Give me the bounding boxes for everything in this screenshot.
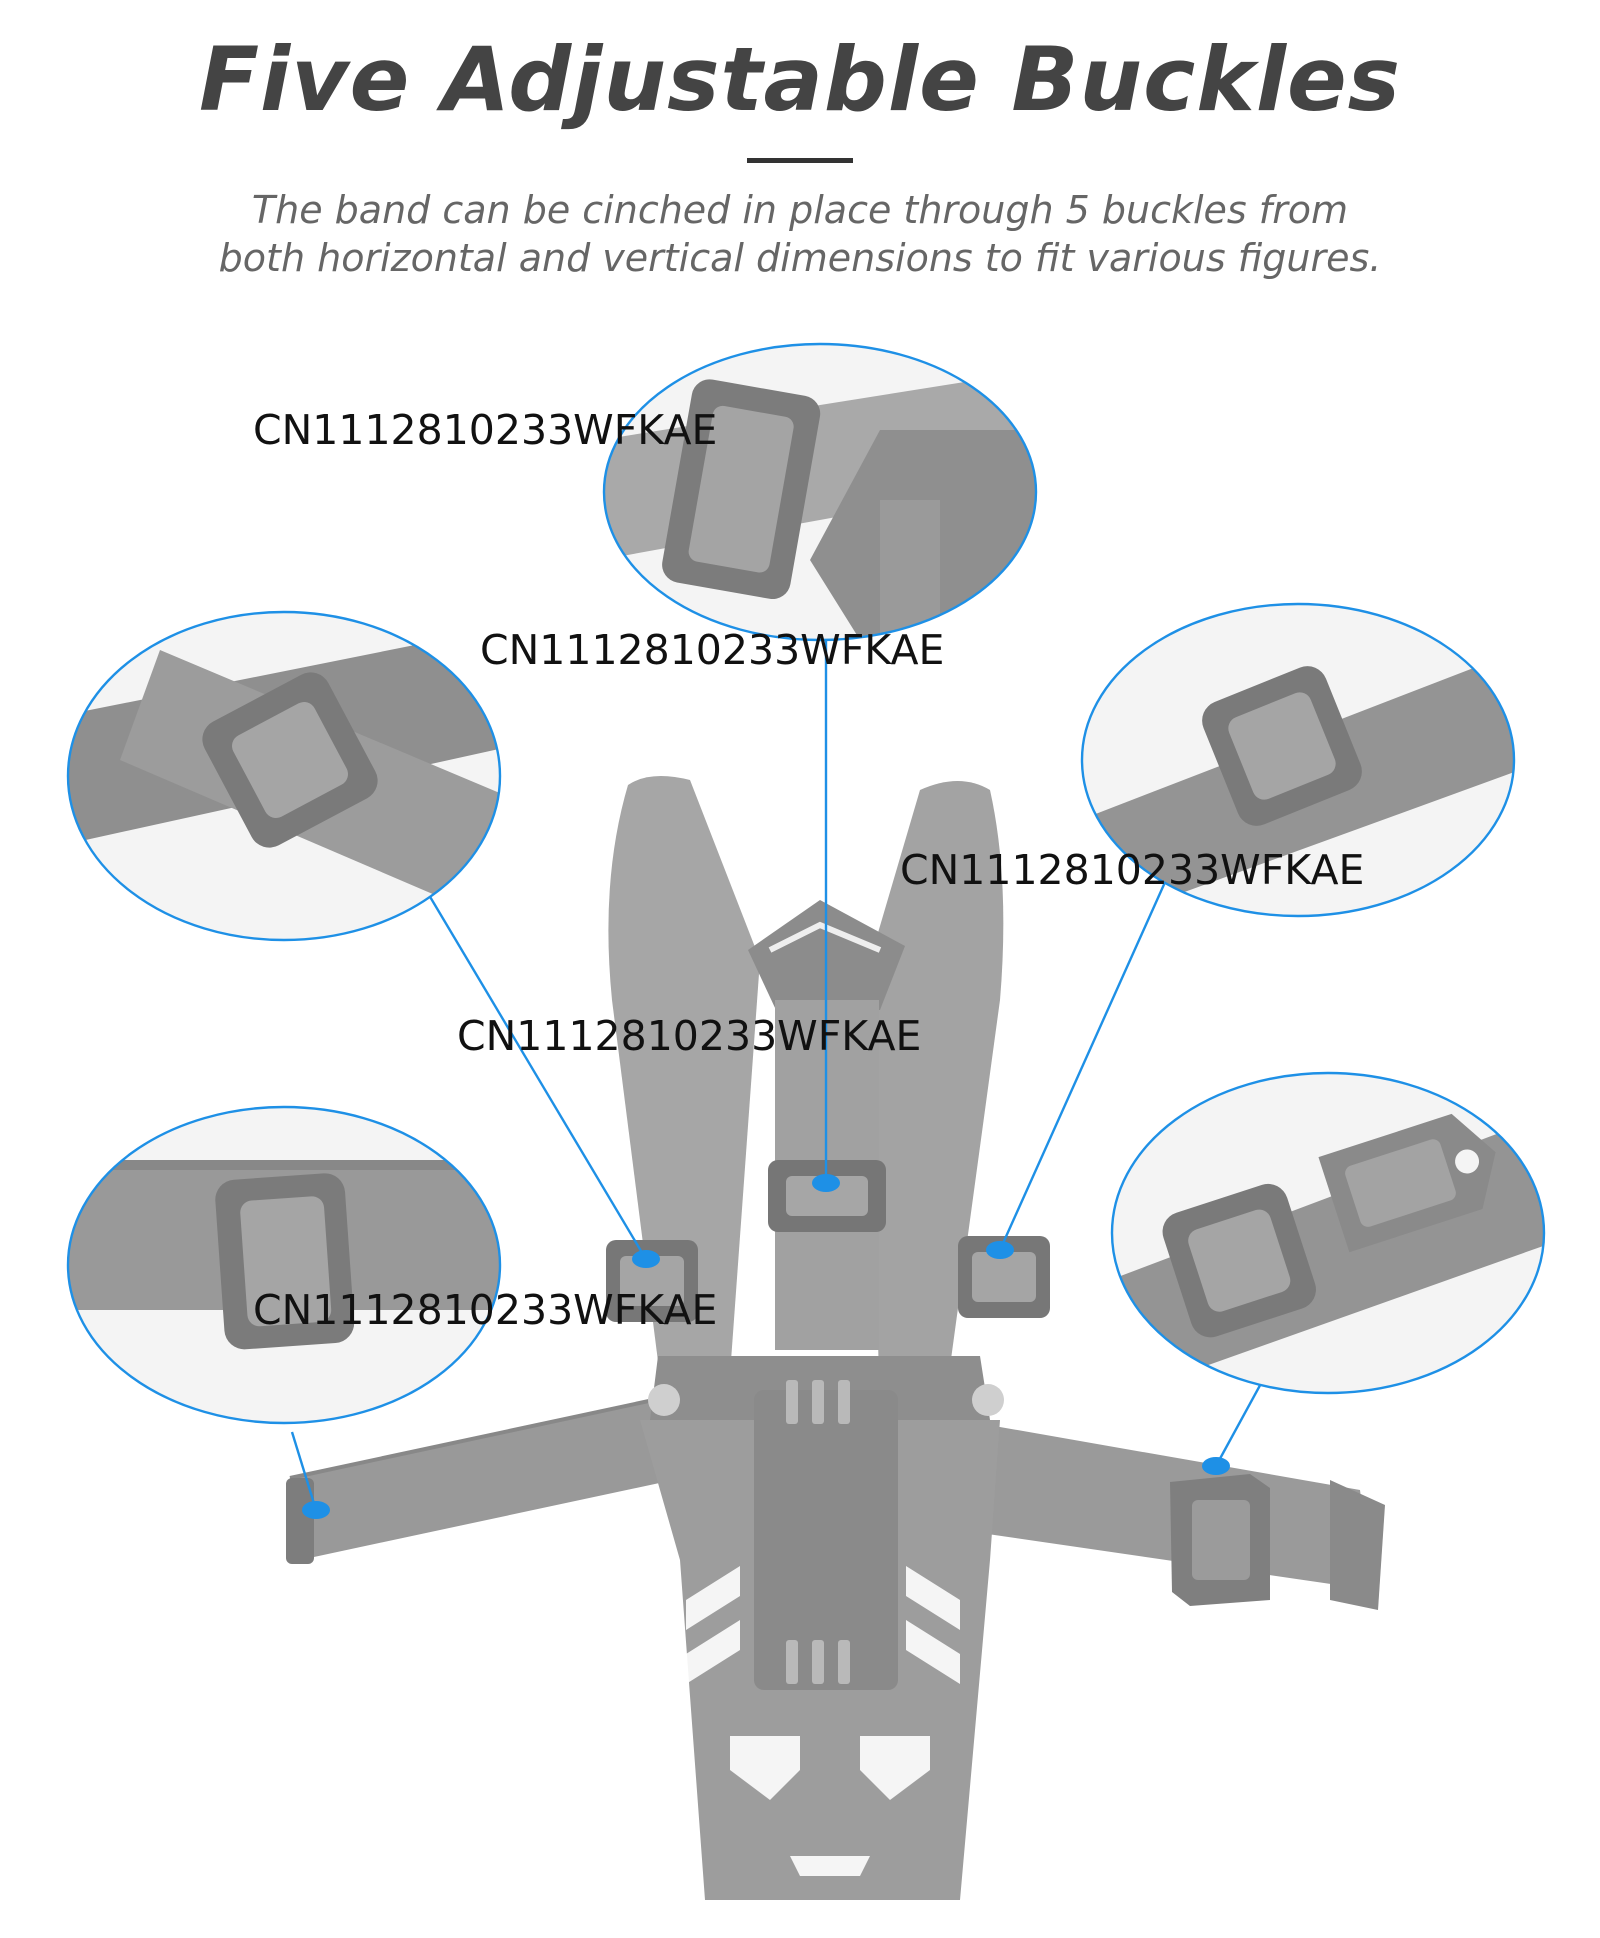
callout-line-lower-right [1214, 1377, 1266, 1467]
title-underline [747, 158, 853, 163]
waist-belt-right [960, 1420, 1372, 1590]
zoom-bubble-lower-left [66, 1105, 502, 1425]
watermark: CN1112810233WFKAE [457, 1012, 922, 1060]
shoulder-strap-left [608, 776, 760, 1440]
callout-lines [290, 640, 1266, 1511]
zoom-bubble-top [602, 342, 1038, 642]
callout-line-lower-left [290, 1431, 318, 1511]
page-subtitle: The band can be cinched in place through… [0, 186, 1600, 282]
thumb-screw-right [972, 1384, 1004, 1416]
callout-dots [302, 1174, 1230, 1519]
page-title: Five Adjustable Buckles [198, 28, 1402, 131]
subtitle-line-2: both horizontal and vertical dimensions … [218, 236, 1382, 280]
watermark: CN1112810233WFKAE [900, 846, 1365, 894]
callout-dot-lower-left [302, 1501, 330, 1519]
subtitle-line-1: The band can be cinched in place through… [251, 188, 1349, 232]
chest-harness [286, 776, 1385, 1900]
waist-belt-left [290, 1390, 720, 1560]
belt-end-left [286, 1478, 314, 1564]
callout-line-upper-right [998, 879, 1168, 1251]
vertical-mount-arm [754, 1390, 898, 1690]
zoom-bubble-upper-right [1080, 602, 1516, 918]
callout-dot-lower-right [1202, 1457, 1230, 1475]
callout-dot-upper-left [632, 1250, 660, 1268]
zoom-bubble-upper-left [66, 610, 502, 942]
callout-dot-top [812, 1174, 840, 1192]
watermark: CN1112810233WFKAE [253, 1286, 718, 1334]
callout-line-upper-left [424, 889, 646, 1257]
watermark: CN1112810233WFKAE [480, 626, 945, 674]
callout-dot-upper-right [986, 1241, 1014, 1259]
thumb-screw-left [648, 1384, 680, 1416]
watermark: CN1112810233WFKAE [253, 406, 718, 454]
zoom-bubble-lower-right [1110, 1071, 1546, 1395]
